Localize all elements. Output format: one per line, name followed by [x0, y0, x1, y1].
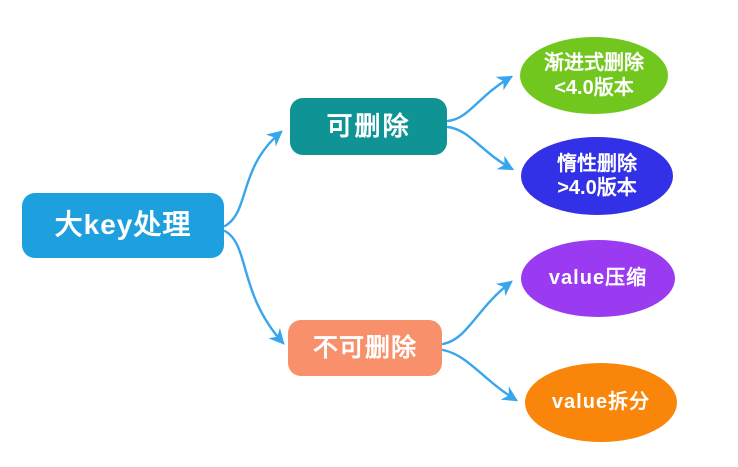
node-branch-not-deletable[interactable]: 不可删除	[288, 320, 442, 376]
node-label: value压缩	[548, 267, 648, 290]
edge-root-to-deletable	[223, 130, 283, 228]
edge-root-to-not-deletable	[223, 229, 285, 345]
node-label: 渐进式删除 <4.0版本	[544, 52, 644, 99]
node-branch-deletable[interactable]: 可删除	[290, 98, 447, 155]
node-label: 可删除	[326, 110, 411, 141]
node-label: 不可删除	[312, 333, 417, 362]
node-root-big-key-handling[interactable]: 大key处理	[22, 193, 224, 258]
node-label: value拆分	[551, 391, 651, 414]
node-leaf-value-compress[interactable]: value压缩	[521, 240, 675, 317]
edge-deletable-to-lazy	[446, 125, 515, 171]
node-leaf-value-split[interactable]: value拆分	[525, 363, 677, 442]
edge-not-deletable-to-compress	[441, 280, 513, 346]
node-label: 惰性删除 >4.0版本	[557, 152, 637, 199]
node-label: 大key处理	[54, 209, 192, 241]
edge-not-deletable-to-split	[441, 348, 518, 402]
edge-deletable-to-progressive	[446, 75, 514, 123]
node-leaf-lazy-delete[interactable]: 惰性删除 >4.0版本	[521, 137, 673, 215]
node-leaf-progressive-delete[interactable]: 渐进式删除 <4.0版本	[520, 37, 668, 114]
